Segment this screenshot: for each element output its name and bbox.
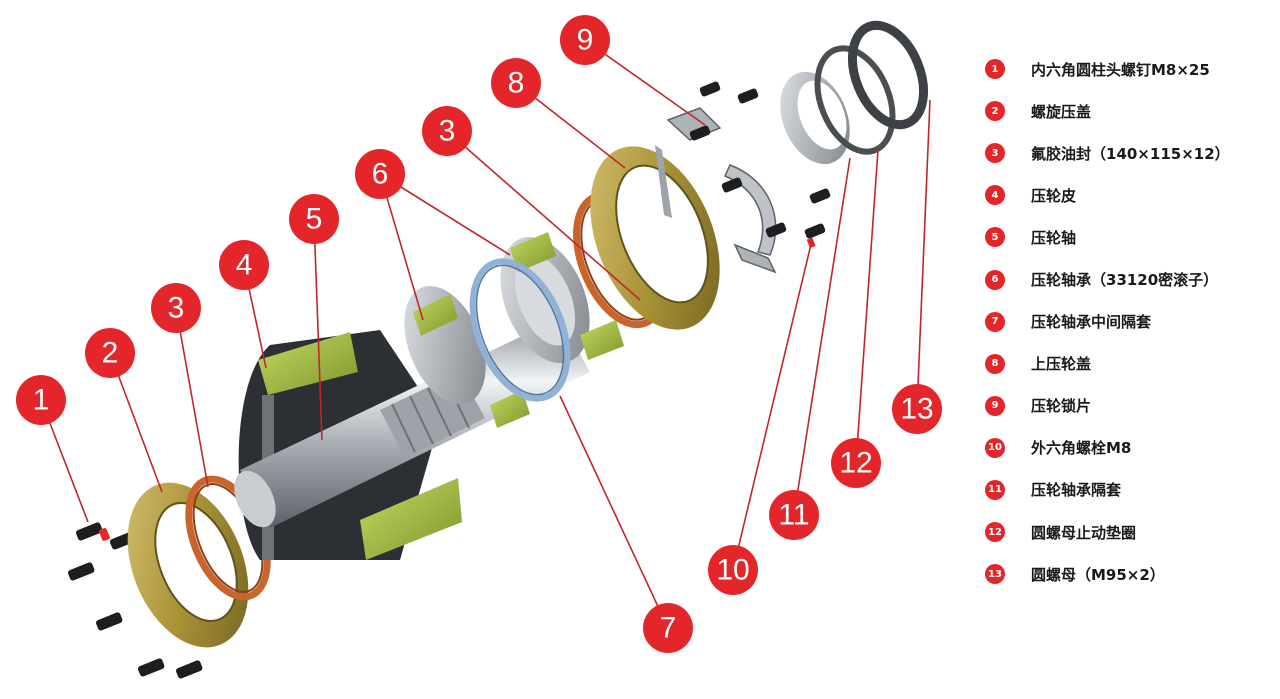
svg-text:9: 9 <box>577 24 594 57</box>
legend-label: 圆螺母（M95×2） <box>1031 565 1165 584</box>
legend-item-10: 10 外六角螺栓M8 <box>985 427 1275 469</box>
legend-item-1: 1 内六角圆柱头螺钉M8×25 <box>985 48 1275 90</box>
legend-label: 压轮锁片 <box>1031 397 1092 416</box>
callout-13: 13 <box>892 384 942 434</box>
legend-label: 压轮轴承（33120密滚子） <box>1031 271 1219 290</box>
legend-label: 螺旋压盖 <box>1031 102 1092 121</box>
legend-item-2: 2 螺旋压盖 <box>985 90 1275 132</box>
legend-item-6: 6 压轮轴承（33120密滚子） <box>985 258 1275 300</box>
spiral-cover <box>127 482 249 648</box>
legend-label: 压轮轴承隔套 <box>1031 481 1122 500</box>
parts-legend: 1 内六角圆柱头螺钉M8×25 2 螺旋压盖 3 氟胶油封（140×115×12… <box>985 48 1275 595</box>
svg-text:2: 2 <box>102 337 119 370</box>
svg-text:6: 6 <box>372 158 389 191</box>
callout-5: 5 <box>289 194 339 244</box>
svg-text:8: 8 <box>508 67 525 100</box>
svg-text:10: 10 <box>716 554 749 587</box>
legend-number: 2 <box>985 101 1005 122</box>
callout-9: 9 <box>560 15 610 65</box>
callout-2: 2 <box>85 328 135 378</box>
tab-washer <box>814 45 896 155</box>
legend-item-4: 4 压轮皮 <box>985 174 1275 216</box>
legend-label: 压轮皮 <box>1031 186 1077 205</box>
callout-10: 10 <box>708 545 758 595</box>
callout-11: 11 <box>769 490 819 540</box>
svg-text:7: 7 <box>660 612 677 645</box>
legend-label: 圆螺母止动垫圈 <box>1031 523 1137 542</box>
legend-number: 10 <box>985 437 1005 458</box>
svg-text:13: 13 <box>900 393 933 426</box>
svg-text:11: 11 <box>778 499 809 532</box>
callout-1: 1 <box>16 375 66 425</box>
legend-number: 9 <box>985 395 1005 416</box>
round-nut <box>848 20 928 130</box>
legend-number: 11 <box>985 479 1005 500</box>
callout-8: 8 <box>491 58 541 108</box>
legend-item-3: 3 氟胶油封（140×115×12） <box>985 132 1275 174</box>
legend-number: 6 <box>985 269 1005 290</box>
legend-number: 4 <box>985 185 1005 206</box>
legend-item-8: 8 上压轮盖 <box>985 343 1275 385</box>
legend-number: 5 <box>985 227 1005 248</box>
hex-bolts <box>689 81 831 249</box>
legend-label: 外六角螺栓M8 <box>1031 439 1132 458</box>
callout-7: 7 <box>643 603 693 653</box>
legend-label: 压轮轴 <box>1031 228 1077 247</box>
svg-text:5: 5 <box>306 203 323 236</box>
legend-number: 3 <box>985 143 1005 164</box>
callout-markers: 1 2 3 3 4 5 6 7 <box>16 15 942 653</box>
legend-label: 压轮轴承中间隔套 <box>1031 313 1152 332</box>
legend-label: 内六角圆柱头螺钉M8×25 <box>1031 60 1210 79</box>
legend-number: 7 <box>985 311 1005 332</box>
spacer-ring <box>469 258 571 402</box>
bearing-inner <box>404 285 530 428</box>
legend-number: 13 <box>985 564 1005 585</box>
svg-text:3: 3 <box>439 115 456 148</box>
upper-wheel-cover <box>590 146 720 330</box>
callout-3-right: 3 <box>422 106 472 156</box>
legend-number: 8 <box>985 353 1005 374</box>
svg-text:4: 4 <box>236 249 253 282</box>
svg-text:1: 1 <box>33 384 50 417</box>
legend-item-11: 11 压轮轴承隔套 <box>985 469 1275 511</box>
legend-label: 氟胶油封（140×115×12） <box>1031 144 1230 163</box>
legend-item-12: 12 圆螺母止动垫圈 <box>985 511 1275 553</box>
svg-text:3: 3 <box>168 292 185 325</box>
callout-6: 6 <box>355 149 405 199</box>
legend-label: 上压轮盖 <box>1031 355 1092 374</box>
legend-item-13: 13 圆螺母（M95×2） <box>985 553 1275 595</box>
legend-item-5: 5 压轮轴 <box>985 216 1275 258</box>
legend-item-7: 7 压轮轴承中间隔套 <box>985 301 1275 343</box>
callout-12: 12 <box>831 438 881 488</box>
legend-number: 12 <box>985 522 1005 543</box>
legend-item-9: 9 压轮锁片 <box>985 385 1275 427</box>
legend-number: 1 <box>985 59 1005 80</box>
svg-text:12: 12 <box>839 447 872 480</box>
callout-3-left: 3 <box>151 283 201 333</box>
callout-4: 4 <box>219 240 269 290</box>
